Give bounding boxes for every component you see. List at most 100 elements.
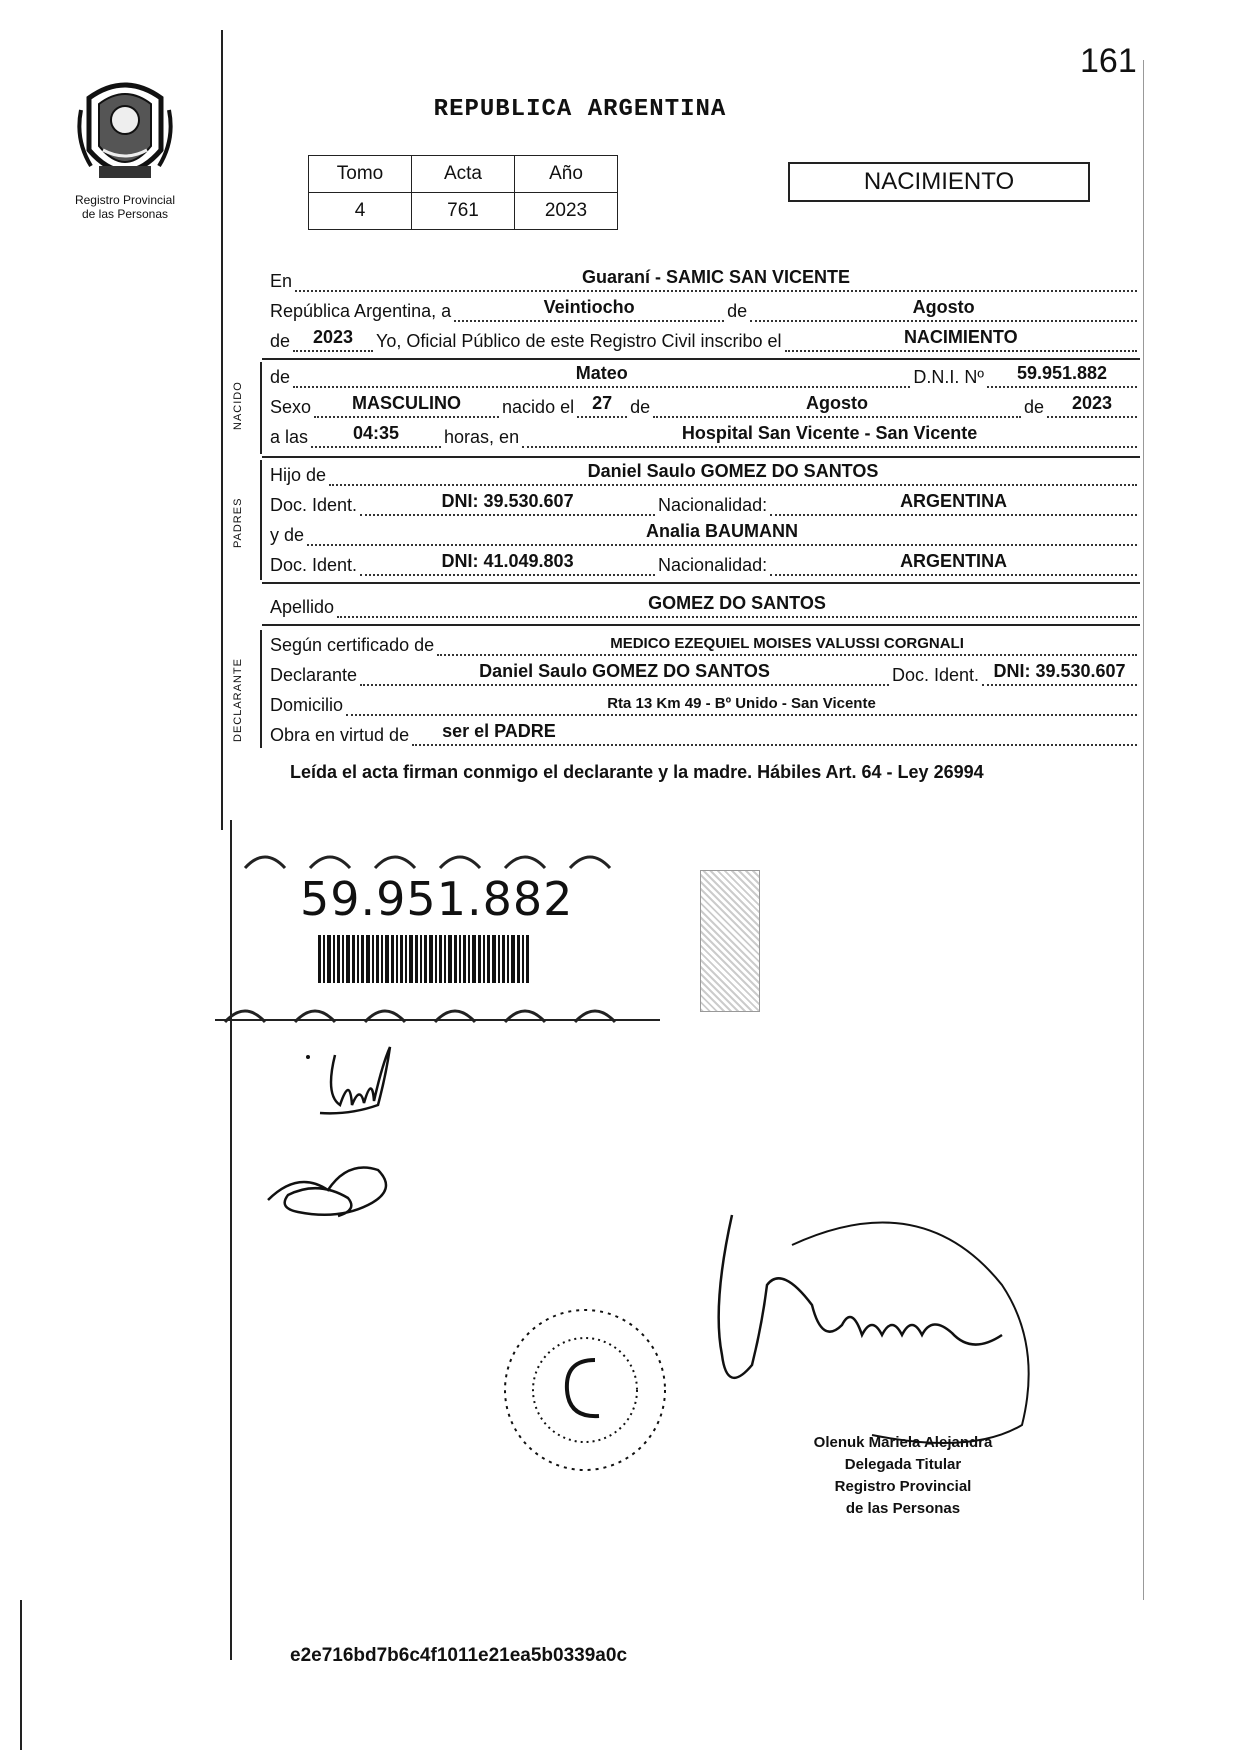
obra-label: Obra en virtud de [270, 725, 410, 745]
hijo-de-label: Hijo de [270, 465, 327, 485]
security-seal-icon [700, 870, 760, 1012]
birth-year: 2023 [1071, 393, 1113, 413]
divider-padres [262, 456, 1140, 458]
section-bar-nacido [260, 362, 262, 454]
day-words-value: Veintiocho [543, 297, 635, 317]
field-row-nombre: de Mateo D.N.I. Nº 59.951.882 [270, 362, 1140, 388]
cert-label: Según certificado de [270, 635, 435, 655]
father-doc-label: Doc. Ident. [270, 495, 358, 515]
birth-month: Agosto [806, 393, 869, 413]
section-label-declarante: DECLARANTE [232, 658, 244, 742]
divider-declarante [262, 624, 1140, 626]
signature-oficial-icon [717, 1214, 1030, 1444]
father-name: Daniel Saulo GOMEZ DO SANTOS [587, 461, 879, 481]
document-title: REPUBLICA ARGENTINA [433, 96, 727, 123]
de-label-2: de [630, 397, 651, 417]
record-kind-box: NACIMIENTO [788, 162, 1090, 202]
official-block: Olenuk Mariela Alejandra Delegada Titula… [778, 1432, 1028, 1520]
apellido-value: GOMEZ DO SANTOS [648, 593, 826, 613]
declarante-value: Daniel Saulo GOMEZ DO SANTOS [479, 661, 770, 681]
field-row-sexo: Sexo MASCULINO nacido el 27 de Agosto de… [270, 392, 1140, 418]
year-value: 2023 [313, 327, 354, 347]
obra-value: ser el PADRE [442, 721, 556, 741]
mother-name: Analia BAUMANN [646, 521, 799, 541]
official-role: Delegada Titular [844, 1456, 962, 1473]
guilloche-pattern-icon [215, 855, 660, 1024]
section-label-nacido: NACIDO [232, 381, 244, 430]
y-de-label: y de [270, 525, 305, 545]
table-header-acta: Acta [411, 155, 515, 193]
inscribo-label: Yo, Oficial Público de este Registro Civ… [376, 331, 782, 351]
birth-place: Hospital San Vicente - San Vicente [681, 423, 978, 443]
domicilio-label: Domicilio [270, 695, 344, 715]
child-name: Mateo [575, 363, 628, 383]
table-value-ano: 2023 [514, 192, 618, 230]
left-edge-line [20, 1600, 22, 1750]
apellido-label: Apellido [270, 597, 335, 617]
mother-nationality: ARGENTINA [900, 551, 1008, 571]
declarante-label: Declarante [270, 665, 358, 685]
declarante-doc-label: Doc. Ident. [891, 665, 979, 685]
page-number: 161 [1080, 42, 1137, 80]
divider-nacido [262, 358, 1140, 360]
registry-label-line2: de las Personas [81, 207, 169, 221]
field-row-hora: a las 04:35 horas, en Hospital San Vicen… [270, 422, 1140, 448]
de-name-label: de [270, 367, 291, 387]
mother-doc: DNI: 41.049.803 [441, 551, 574, 571]
de-label-3: de [1023, 397, 1044, 417]
section-bar-padres [260, 460, 262, 580]
field-row-domicilio: Domicilio Rta 13 Km 49 - Bº Unido - San … [270, 690, 1140, 716]
inscribo-value: NACIMIENTO [903, 327, 1018, 347]
field-row-declarante: Declarante Daniel Saulo GOMEZ DO SANTOS … [270, 660, 1140, 686]
year-prefix-label: de [270, 331, 291, 351]
field-row-obra: Obra en virtud de ser el PADRE [270, 720, 1140, 746]
provincia-misiones-crest-icon [77, 82, 173, 178]
field-row-hijo-de: Hijo de Daniel Saulo GOMEZ DO SANTOS [270, 460, 1140, 486]
horas-en-label: horas, en [444, 427, 520, 447]
table-header-ano: Año [514, 155, 618, 193]
month-value: Agosto [912, 297, 975, 317]
barcode-number: 59.951.882 [300, 872, 574, 926]
divider-apellido [262, 582, 1140, 584]
signature-declarante-icon [306, 1046, 392, 1115]
domicilio-value: Rta 13 Km 49 - Bº Unido - San Vicente [607, 695, 876, 712]
mother-nat-label: Nacionalidad: [658, 555, 768, 575]
barcode-icon [318, 935, 546, 983]
field-row-republica: República Argentina, a Veintiocho de Ago… [270, 296, 1140, 322]
left-margin-line [221, 30, 223, 830]
field-row-certificado: Según certificado de MEDICO EZEQUIEL MOI… [270, 630, 1140, 656]
document-hash: e2e716bd7b6c4f1011e21ea5b0339a0c [290, 1645, 628, 1666]
birth-time: 04:35 [353, 423, 400, 443]
field-row-y-de: y de Analia BAUMANN [270, 520, 1140, 546]
dni-barcode-label [215, 840, 660, 1030]
republica-label: República Argentina, a [270, 301, 452, 321]
section-label-padres: PADRES [232, 497, 244, 548]
cert-value: MEDICO EZEQUIEL MOISES VALUSSI CORGNALI [610, 635, 964, 652]
table-header-tomo: Tomo [308, 155, 412, 193]
official-name: Olenuk Mariela Alejandra [813, 1434, 993, 1451]
field-row-inscribo: de 2023 Yo, Oficial Público de este Regi… [270, 326, 1140, 352]
official-office-2: de las Personas [845, 1500, 961, 1517]
sexo-value: MASCULINO [352, 393, 462, 413]
registry-label-line1: Registro Provincial [74, 193, 176, 207]
table-value-acta: 761 [411, 192, 515, 230]
record-table: Tomo Acta Año 4 761 2023 [308, 155, 618, 230]
nacido-el-label: nacido el [502, 397, 575, 417]
de-label: de [727, 301, 748, 321]
official-stamp-icon [504, 1309, 666, 1471]
left-margin-line-lower [230, 820, 232, 1660]
birth-day: 27 [592, 393, 613, 413]
en-value: Guaraní - SAMIC SAN VICENTE [582, 267, 851, 287]
registry-logo: Registro Provincial de las Personas [60, 80, 190, 221]
field-row-father-doc: Doc. Ident. DNI: 39.530.607 Nacionalidad… [270, 490, 1140, 516]
mother-doc-label: Doc. Ident. [270, 555, 358, 575]
field-row-apellido: Apellido GOMEZ DO SANTOS [270, 592, 1140, 618]
dni-label: D.N.I. Nº [913, 367, 984, 387]
official-office-1: Registro Provincial [834, 1478, 972, 1495]
declarante-doc: DNI: 39.530.607 [993, 661, 1126, 681]
section-bar-declarante [260, 630, 262, 748]
legal-note: Leída el acta firman conmigo el declaran… [290, 762, 984, 782]
signature-madre-icon [267, 1166, 388, 1218]
father-doc: DNI: 39.530.607 [441, 491, 574, 511]
child-dni: 59.951.882 [1016, 363, 1108, 383]
